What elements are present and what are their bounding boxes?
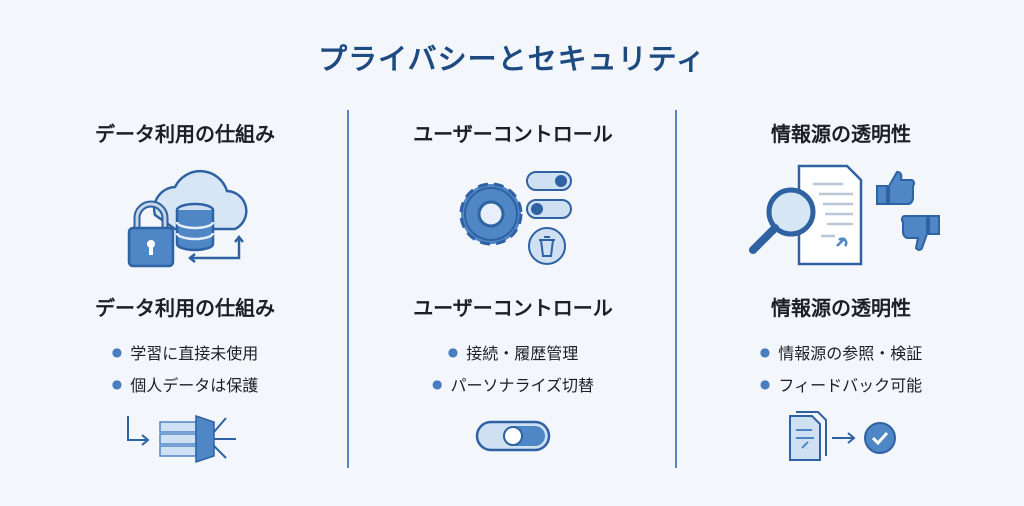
cloud-database-lock-icon [21, 160, 349, 272]
column-subheading: ユーザーコントロール [413, 296, 613, 320]
bullet-item: ●接続・履歴管理 [448, 340, 579, 364]
divider [675, 110, 677, 468]
bullet-text: 情報源の参照・検証 [778, 344, 923, 363]
column-user-control: ユーザーコントロール ユーザーコントロール ●接続・履歴管理 ●パーソナライズ切… [349, 0, 677, 506]
document-magnifier-feedback-icon [677, 160, 1005, 272]
column-heading: ユーザーコントロール [413, 122, 613, 146]
column-subheading: データ利用の仕組み [95, 296, 275, 320]
bullet-text: 接続・履歴管理 [466, 344, 579, 363]
bullet-item: ●学習に直接未使用 [112, 340, 259, 364]
toggle-switch[interactable] [349, 408, 677, 468]
bullet-list: ●接続・履歴管理 ●パーソナライズ切替 [349, 340, 677, 396]
bullet-item: ●情報源の参照・検証 [760, 340, 923, 364]
bullet-text: 学習に直接未使用 [130, 344, 259, 363]
bullet-text: パーソナライズ切替 [450, 376, 594, 395]
bullet-list: ●学習に直接未使用 ●個人データは保護 [21, 340, 349, 396]
column-heading: データ利用の仕組み [95, 122, 275, 146]
page-title: プライバシーとセキュリティ [318, 42, 706, 76]
bullet-item: ●パーソナライズ切替 [432, 372, 594, 396]
column-source-transparency: 情報源の透明性 情報源の透明性 ●情報源の参照・検証 ●フィードバック可能 [677, 0, 1005, 506]
gear-toggles-trash-icon [349, 160, 677, 272]
column-data-usage: データ利用の仕組み データ利用の仕組み ●学習に直接未使用 ●個人データは保護 [21, 0, 349, 506]
bullet-text: 個人データは保護 [130, 376, 259, 395]
bullet-text: フィードバック可能 [778, 376, 923, 395]
document-verified-icon [677, 408, 1005, 468]
column-subheading: 情報源の透明性 [771, 296, 911, 320]
column-heading: 情報源の透明性 [771, 122, 911, 146]
bullet-item: ●個人データは保護 [112, 372, 259, 396]
bullet-item: ●フィードバック可能 [760, 372, 922, 396]
bullet-list: ●情報源の参照・検証 ●フィードバック可能 [677, 340, 1005, 396]
divider [347, 110, 349, 468]
data-filter-icon [21, 408, 349, 468]
